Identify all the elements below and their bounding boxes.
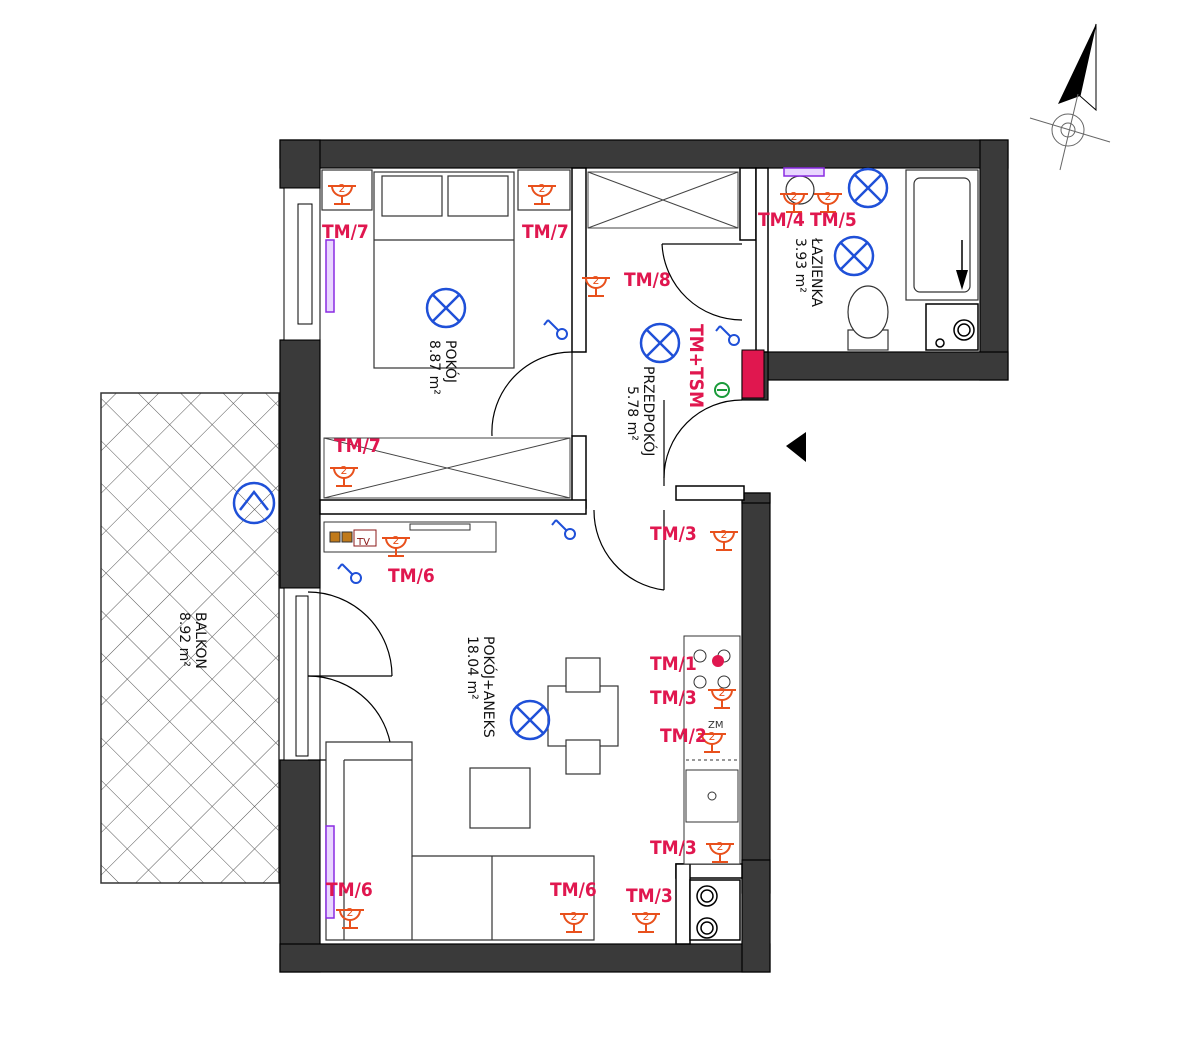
room-label-balkon: BALKON 8.92 m² <box>176 612 208 669</box>
tm-label: TM/3 <box>650 687 697 709</box>
balcony-light-icon <box>232 481 276 525</box>
wardrobe-hall <box>587 171 739 229</box>
tm-label: TM/3 <box>650 837 697 859</box>
tm-label: TM/4 <box>758 209 805 231</box>
tm-label: TM/6 <box>326 879 373 901</box>
socket-icon <box>631 909 661 933</box>
tm-label: TM/7 <box>522 221 569 243</box>
ceiling-light-icon <box>847 167 889 209</box>
window-bedroom <box>283 187 321 341</box>
tm-label: TM/6 <box>550 879 597 901</box>
light-switch-icon <box>337 563 362 584</box>
tm-label: TM/1 <box>650 653 697 675</box>
tm-label: TM/3 <box>626 885 673 907</box>
sofa <box>325 741 595 941</box>
light-switch-icon <box>551 519 576 540</box>
bathtub <box>905 169 979 301</box>
socket-icon <box>709 527 739 551</box>
svg-text:8.87 m²: 8.87 m² <box>426 340 442 395</box>
ceiling-light-icon <box>509 699 551 741</box>
socket-icon <box>329 463 359 487</box>
svg-text:POKÓJ+ANEKS: POKÓJ+ANEKS <box>480 636 498 738</box>
window-living <box>283 587 321 761</box>
electrical-panel <box>741 349 765 399</box>
svg-text:BALKON: BALKON <box>192 612 208 669</box>
fridge-text: ZM <box>708 720 723 731</box>
tv-symbol: TV <box>356 537 370 548</box>
toilet <box>847 285 889 351</box>
wardrobe-bedroom <box>323 437 571 499</box>
light-switch-icon <box>543 319 568 340</box>
bed <box>321 169 571 369</box>
tm-label: TM+TSM <box>685 324 707 408</box>
tm-label: TM/6 <box>388 565 435 587</box>
svg-text:5.78 m²: 5.78 m² <box>624 386 640 441</box>
ceiling-light-icon <box>833 235 875 277</box>
svg-text:18.04 m²: 18.04 m² <box>464 636 480 700</box>
tm-label: TM/3 <box>650 523 697 545</box>
ceiling-light-icon <box>639 322 681 364</box>
network-point-icon <box>714 382 730 398</box>
shower-arrow <box>956 270 968 290</box>
svg-text:POKÓJ: POKÓJ <box>442 340 460 383</box>
room-label-przedpokoj: PRZEDPOKÓJ 5.78 m² <box>624 366 658 456</box>
radiators <box>325 167 825 919</box>
svg-text:3.93 m²: 3.93 m² <box>792 238 808 293</box>
room-label-lazienka: ŁAZIENKA 3.93 m² <box>792 237 824 307</box>
svg-text:PRZEDPOKÓJ: PRZEDPOKÓJ <box>640 366 658 456</box>
tm-label: TM/8 <box>624 269 671 291</box>
tm-label: TM/2 <box>660 725 707 747</box>
tm-label: TM/5 <box>810 209 857 231</box>
room-label-pokoj: POKÓJ 8.87 m² <box>426 340 460 395</box>
table <box>469 657 619 829</box>
interior-walls <box>319 167 769 945</box>
walls <box>279 139 1009 973</box>
kitchen-counter <box>683 635 741 865</box>
light-switch-icon <box>715 325 740 346</box>
north-arrow-icon <box>1029 23 1111 171</box>
svg-text:ŁAZIENKA: ŁAZIENKA <box>808 237 824 307</box>
room-label-pokoj-aneks: POKÓJ+ANEKS 18.04 m² <box>464 636 498 738</box>
entrance-triangle-icon <box>786 432 806 462</box>
tm-label: TM/7 <box>322 221 369 243</box>
stove-indicator <box>712 655 724 667</box>
tm-label: TM/7 <box>334 435 381 457</box>
svg-text:8.92 m²: 8.92 m² <box>176 612 192 667</box>
balcony-area <box>100 392 280 884</box>
appliances <box>689 303 979 941</box>
